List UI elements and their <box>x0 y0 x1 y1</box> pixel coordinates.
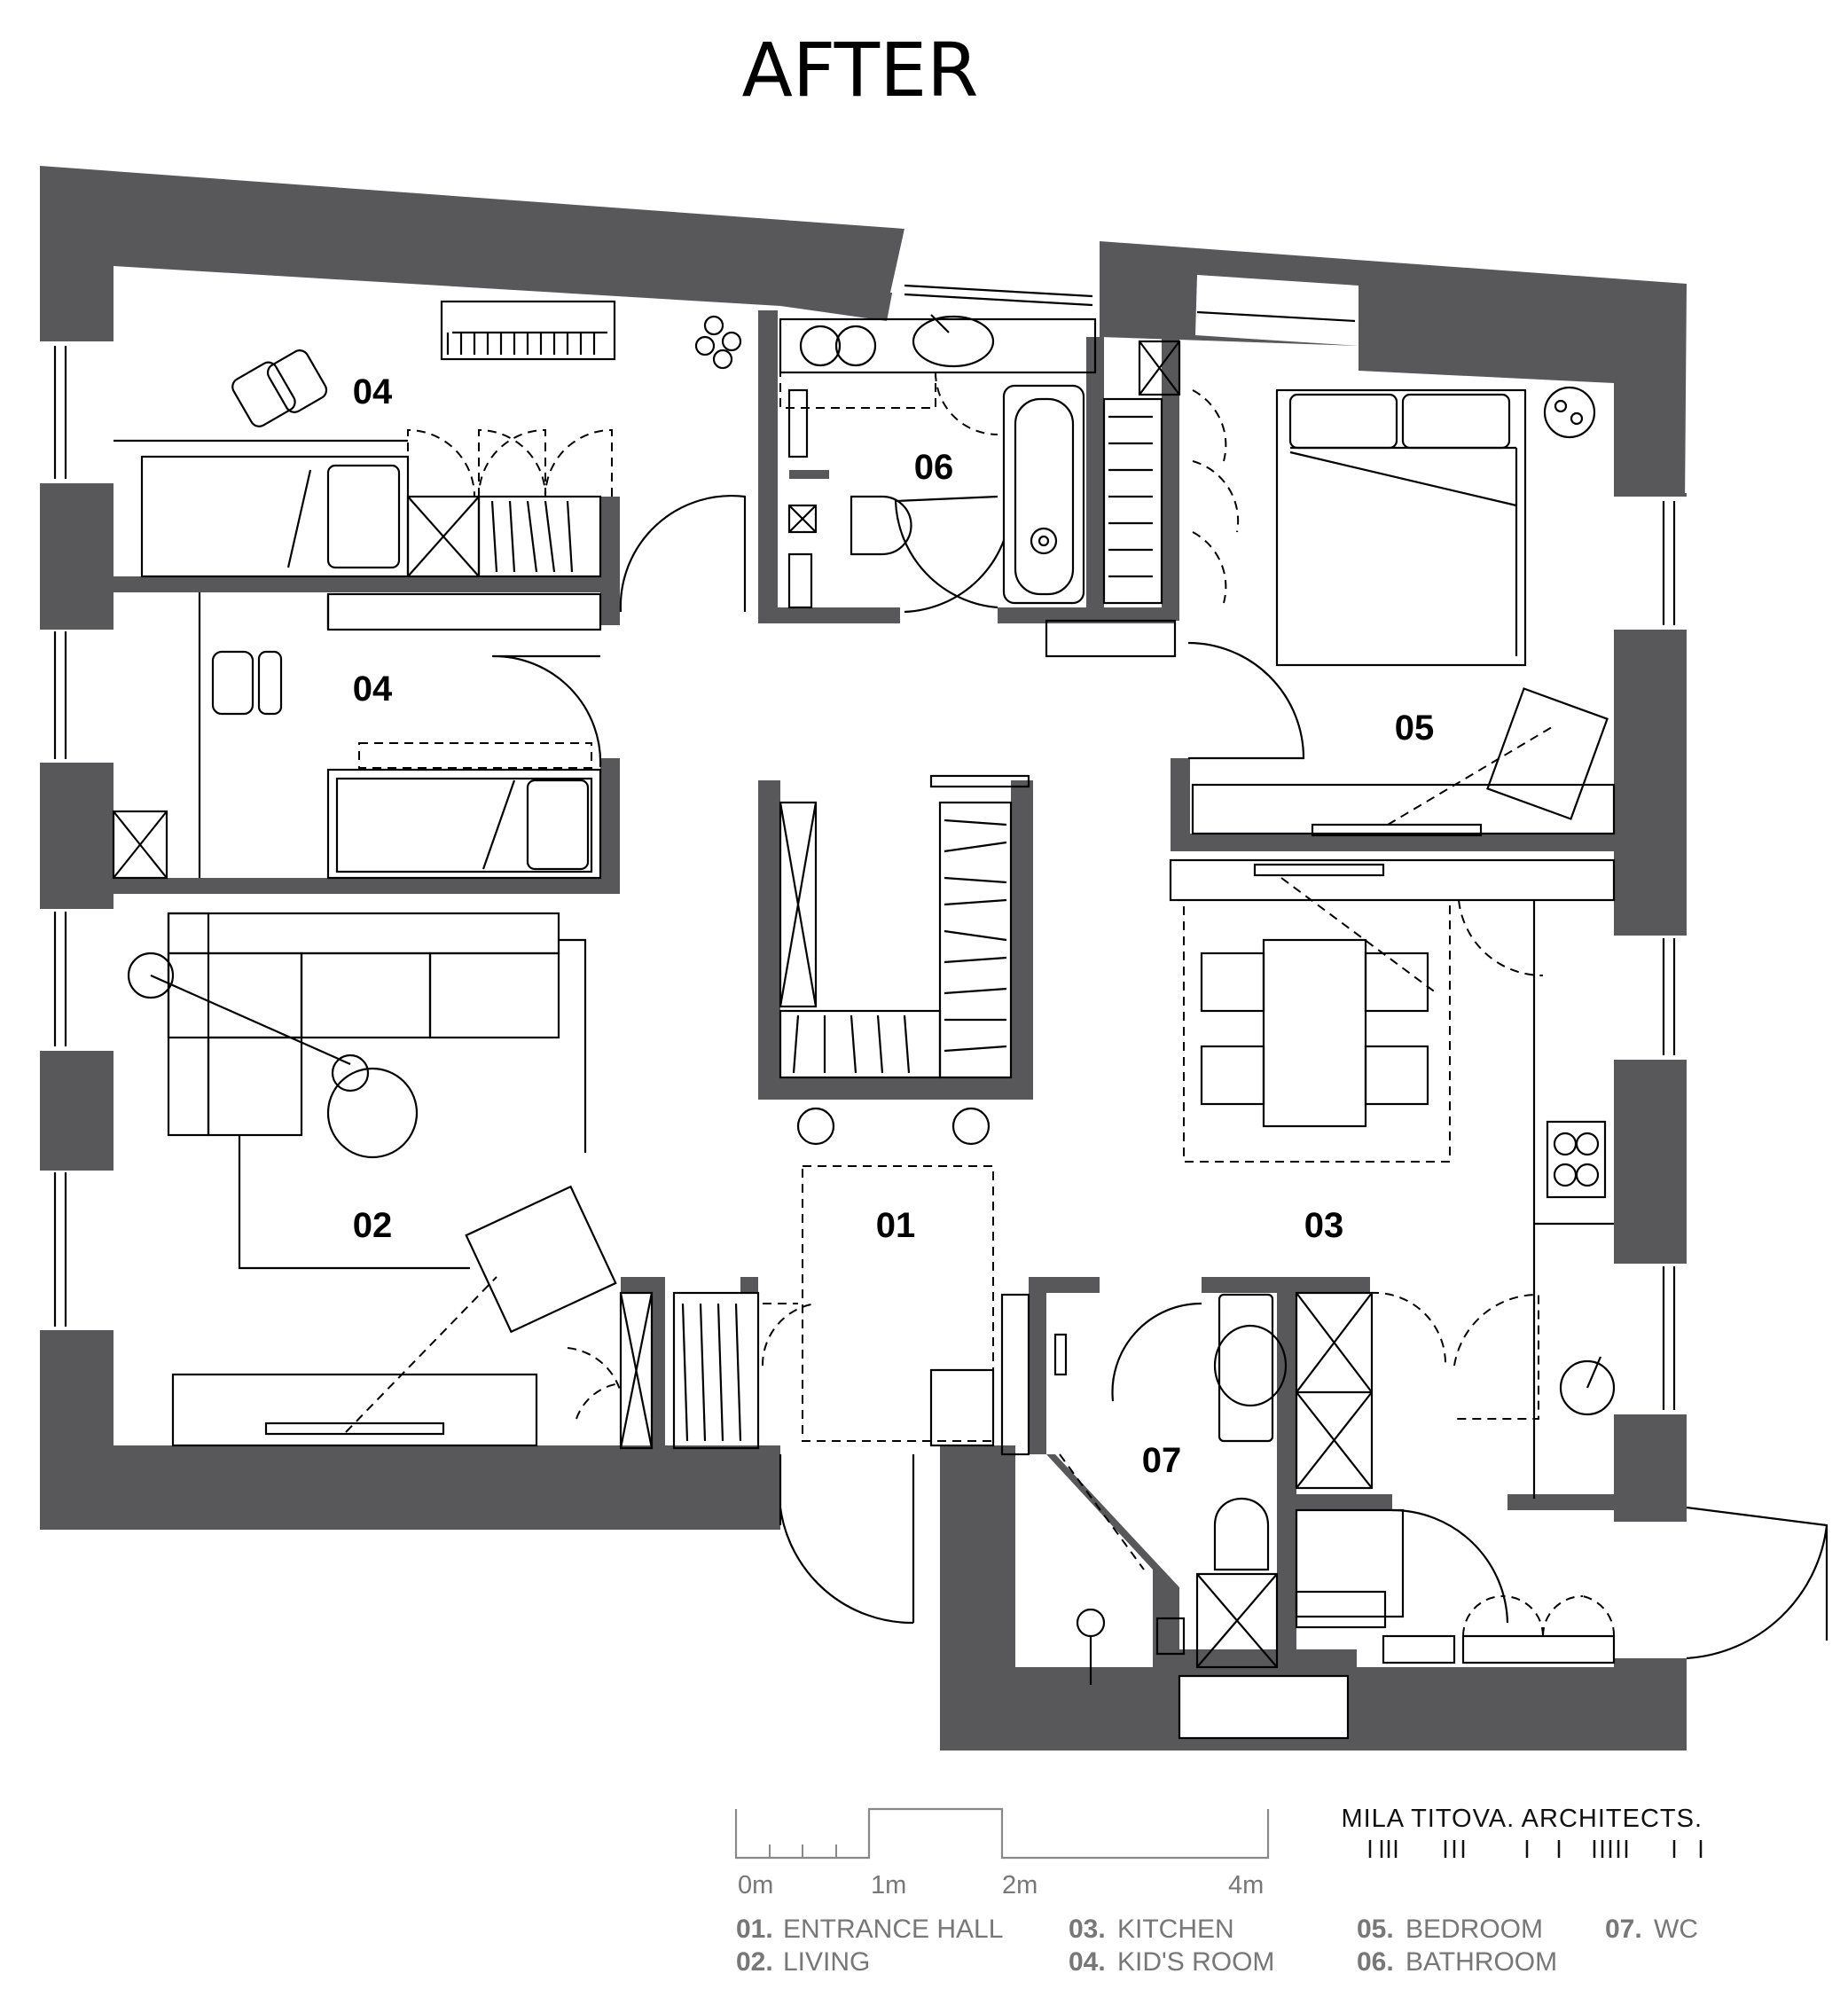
legend-label: BATHROOM <box>1406 1947 1557 1977</box>
scale-bar: 0m 1m 2m 4m <box>734 1807 1270 1899</box>
legend-label: BEDROOM <box>1406 1915 1543 1944</box>
room-label-kids-room-2: 04 <box>353 670 393 709</box>
legend-num: 05. <box>1357 1915 1394 1944</box>
scale-label-0m: 0m <box>738 1871 773 1899</box>
legend-num: 01. <box>736 1915 773 1944</box>
legend-num: 02. <box>736 1947 773 1977</box>
legend-label: LIVING <box>783 1947 870 1977</box>
legend-label: KID'S ROOM <box>1117 1947 1274 1977</box>
room-label-bedroom: 05 <box>1395 709 1435 748</box>
legend-item: 01. ENTRANCE HALL <box>736 1915 1003 1944</box>
legend-label: KITCHEN <box>1117 1915 1234 1944</box>
scale-label-2m: 2m <box>1002 1871 1038 1899</box>
entrance-door <box>779 1454 915 1625</box>
room-label-wc: 07 <box>1142 1441 1182 1480</box>
scale-label-1m: 1m <box>871 1871 906 1899</box>
room-label-bathroom: 06 <box>914 448 954 487</box>
legend-item: 05. BEDROOM <box>1357 1915 1543 1944</box>
scale-label-4m: 4m <box>1228 1871 1264 1899</box>
legend-item: 06. BATHROOM <box>1357 1947 1557 1977</box>
room-label-entrance-hall: 01 <box>876 1206 916 1245</box>
legend-num: 07. <box>1605 1915 1642 1944</box>
entrance-opening <box>780 1450 940 1534</box>
brand-barcode <box>1368 1840 1703 1858</box>
windows-top <box>890 229 1359 346</box>
windows-right <box>1614 497 1687 1414</box>
balcony-door <box>1686 1506 1828 1660</box>
legend: 01. ENTRANCE HALL 02. LIVING 03. KITCHEN… <box>736 1915 1698 1977</box>
architect-brand: MILA TITOVA. ARCHITECTS. <box>1341 1805 1703 1833</box>
legend-item: 07. WC <box>1605 1915 1698 1944</box>
legend-num: 04. <box>1069 1947 1106 1977</box>
room-label-living: 02 <box>353 1206 393 1245</box>
legend-num: 03. <box>1069 1915 1106 1944</box>
legend-item: 02. LIVING <box>736 1947 870 1977</box>
plan-title: AFTER <box>741 27 978 114</box>
legend-label: WC <box>1654 1915 1698 1944</box>
legend-num: 06. <box>1357 1947 1394 1977</box>
legend-label: ENTRANCE HALL <box>783 1915 1003 1944</box>
interior-walls <box>114 310 1614 1667</box>
furniture <box>112 300 1616 1740</box>
room-label-kids-room-1: 04 <box>353 372 393 411</box>
windows-left <box>40 341 114 1330</box>
legend-item: 04. KID'S ROOM <box>1069 1947 1274 1977</box>
legend-item: 03. KITCHEN <box>1069 1915 1234 1944</box>
room-label-kitchen: 03 <box>1304 1206 1344 1245</box>
